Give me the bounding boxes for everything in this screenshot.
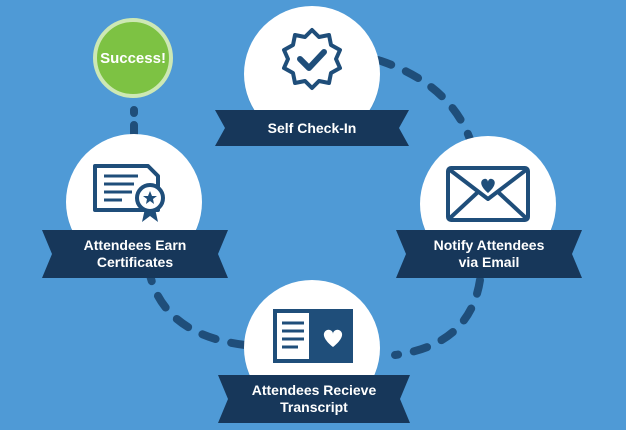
connector-email-to-transcript — [391, 276, 484, 359]
email-banner: Notify Attendees via Email — [396, 230, 582, 278]
book-heart-icon — [273, 309, 353, 363]
connector-transcript-to-certificates — [146, 271, 249, 349]
checkin-banner: Self Check-In — [215, 110, 409, 146]
badge-check-icon — [282, 28, 342, 90]
transcript-label: Attendees Recieve Transcript — [251, 382, 377, 415]
envelope-heart-icon — [446, 166, 530, 222]
checkin-label: Self Check-In — [267, 119, 357, 136]
success-label: Success! — [100, 49, 166, 67]
certificate-ribbon-icon — [93, 164, 165, 222]
transcript-banner: Attendees Recieve Transcript — [218, 375, 410, 423]
certificate-banner: Attendees Earn Certificates — [42, 230, 228, 278]
certificate-label: Attendees Earn Certificates — [83, 237, 187, 270]
success-badge: Success! — [93, 18, 173, 98]
email-label: Notify Attendees via Email — [433, 237, 545, 270]
